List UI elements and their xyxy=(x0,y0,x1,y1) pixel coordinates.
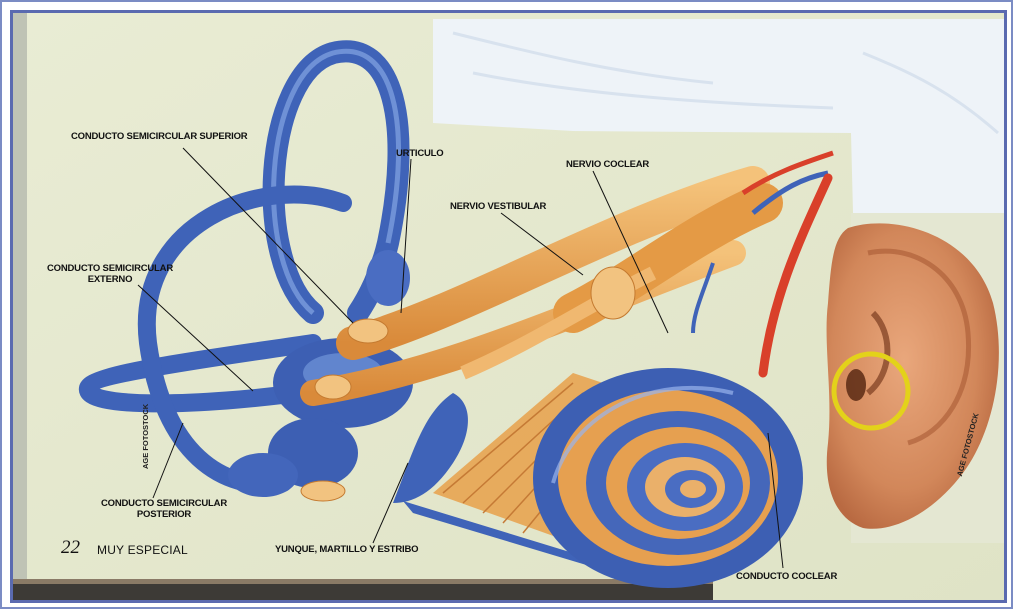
outer-ear-photo xyxy=(827,213,1004,543)
publication-name: MUY ESPECIAL xyxy=(97,543,188,557)
photo-credit-left: AGE FOTOSTOCK xyxy=(141,404,150,469)
scanned-page: CONDUCTO SEMICIRCULAR SUPERIOR URTICULO … xyxy=(10,10,1007,603)
cochlea xyxy=(533,368,803,588)
label-external-line1: CONDUCTO SEMICIRCULAR xyxy=(35,263,185,274)
page-number: 22 xyxy=(61,537,80,559)
label-posterior-line2: POSTERIOR xyxy=(89,509,239,520)
label-external-canal: CONDUCTO SEMICIRCULAR EXTERNO xyxy=(35,263,185,285)
label-external-line2: EXTERNO xyxy=(35,274,185,285)
label-posterior-line1: CONDUCTO SEMICIRCULAR xyxy=(89,498,239,509)
label-posterior-canal: CONDUCTO SEMICIRCULAR POSTERIOR xyxy=(89,498,239,520)
label-cochlear-duct: CONDUCTO COCLEAR xyxy=(736,571,837,582)
label-vestibular-nerve: NERVIO VESTIBULAR xyxy=(450,201,546,212)
label-ossicles: YUNQUE, MARTILLO Y ESTRIBO xyxy=(275,544,418,555)
label-cochlear-nerve: NERVIO COCLEAR xyxy=(566,159,649,170)
label-utriculo: URTICULO xyxy=(396,148,443,159)
label-superior-canal: CONDUCTO SEMICIRCULAR SUPERIOR xyxy=(71,131,247,142)
